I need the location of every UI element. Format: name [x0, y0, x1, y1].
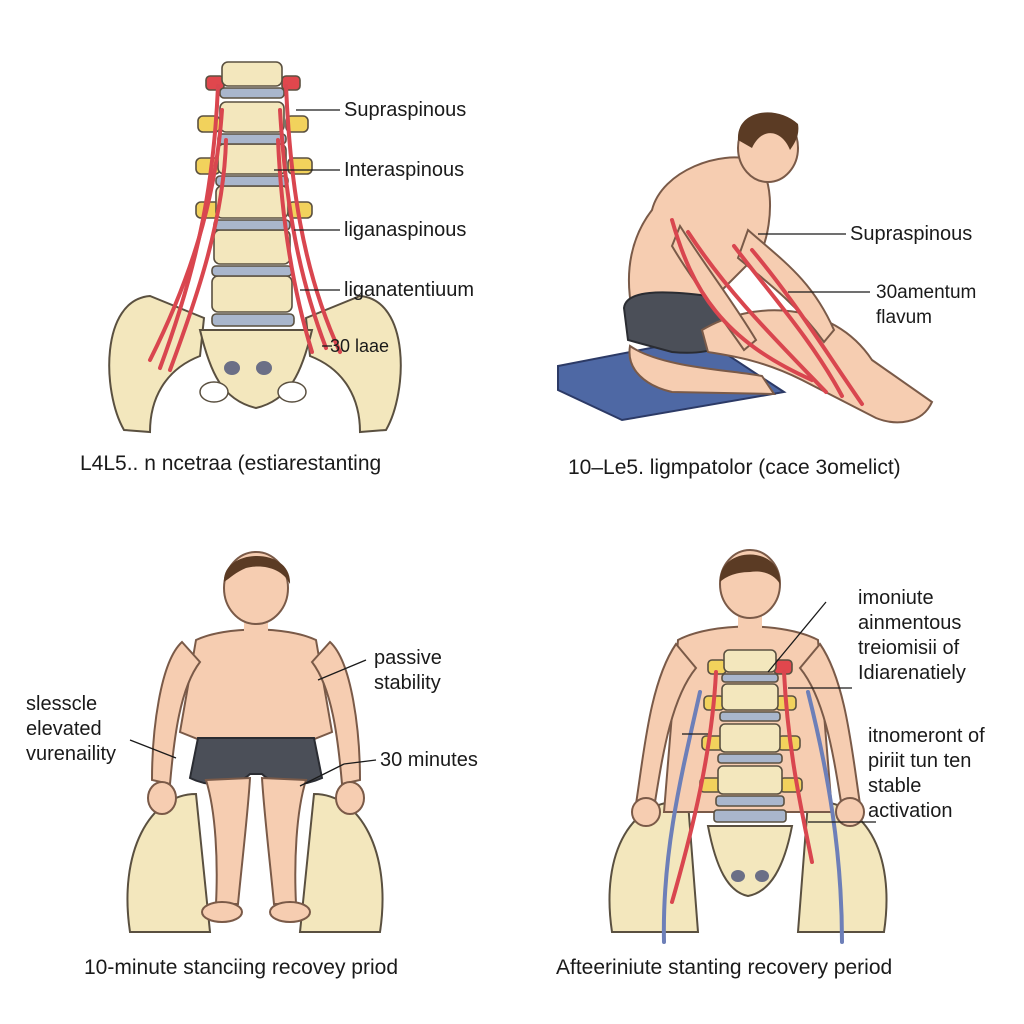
panel-spine-ligaments: Supraspinous Interaspinous liganaspinous… [0, 0, 512, 512]
panel-seated-flexion: Supraspinous 30amentum flavum 10–Le5. li… [512, 0, 1024, 512]
label-supraspinous: Supraspinous [344, 99, 467, 121]
panel-seated-front: passive stability slesscle elevated vure… [0, 512, 512, 1024]
label-liganaspinous: liganaspinous [344, 219, 467, 241]
spine-pelvis-illustration [108, 61, 402, 434]
seated-flexion-illustration [557, 112, 934, 424]
label-liganatentiuum: liganatentiuum [344, 279, 475, 301]
label-30-laae: 30 laae [330, 336, 390, 356]
seated-front-illustration [126, 551, 384, 933]
label-elevated-vulnerability: slesscle elevated vurenaility [26, 693, 117, 765]
caption-panel-4: Afteeriniute stanting recovery period [556, 956, 893, 979]
panel-back-recovery: imoniute ainmentous treiomisii of Idiare… [512, 512, 1024, 1024]
label-ligamentum-flavum: 30amentum flavum [876, 282, 977, 328]
label-30-minutes: 30 minutes [380, 749, 478, 771]
label-interaspinous: Interaspinous [344, 159, 465, 181]
caption-panel-2: 10–Le5. ligmpatolor (cace 3omelict) [568, 456, 901, 479]
label-supraspinous: Supraspinous [850, 223, 973, 245]
caption-panel-3: 10-minute stanciing recovey priod [84, 956, 398, 979]
label-passive-stability: passive stability [374, 647, 442, 694]
label-stable-activation: itnomeront of piriit tun ten stable acti… [868, 725, 985, 822]
back-recovery-illustration [608, 549, 888, 944]
caption-panel-1: L4L5.. n ncetraa (estiarestanting [80, 452, 382, 475]
label-ligamentous-transmission: imoniute ainmentous treiomisii of Idiare… [858, 587, 966, 684]
